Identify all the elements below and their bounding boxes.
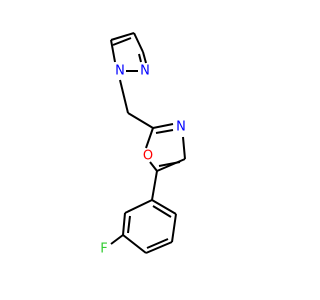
bond-phenyl-c4-c5-double [146, 238, 169, 249]
bond-c4-c5-oxazole [156, 158, 186, 172]
bond-c4-c5-pyrazole [110, 32, 135, 41]
bond-phenyl-c6-c1 [151, 199, 177, 215]
phenyl-ring [122, 199, 177, 254]
bond-c5-o1-oxazole [149, 161, 158, 172]
atom-label-o-oxazole: O [143, 149, 153, 164]
bond-oxazole-phenyl [151, 170, 158, 201]
bond-c3-c4-pyrazole [133, 32, 144, 53]
bond-phenyl-c4-c5 [145, 241, 173, 254]
bond-c2-n3-oxazole-double [155, 129, 174, 134]
bond-c4-c5-pyrazole-double [112, 37, 132, 46]
bond-o1-c2-oxazole [145, 127, 154, 149]
bond-c2-n3-oxazole [152, 123, 174, 129]
bond-n2-c3-pyrazole-double [138, 53, 142, 63]
bond-phenyl-c5-c6 [171, 213, 177, 243]
bond-phenyl-c2-c3 [122, 212, 126, 236]
bond-c5-n1-pyrazole [110, 39, 116, 63]
bond-n3-c4-oxazole [182, 136, 186, 160]
bond-phenyl-c2-c3-double [127, 215, 131, 234]
atom-label-n-pyrazole-2: N [140, 64, 150, 79]
bond-n2-c3-pyrazole [142, 51, 147, 64]
bond-ch2-c2-oxazole [127, 112, 154, 129]
oxazole-ring [145, 123, 186, 172]
bond-c4-c5-oxazole-double [158, 161, 181, 167]
bond-phenyl-c3-c4 [122, 234, 147, 254]
atom-label-n-pyrazole-1: N [115, 64, 125, 79]
bond-n1-ch2 [119, 79, 129, 114]
bond-c-f [110, 234, 124, 245]
bond-phenyl-c1-c2 [124, 199, 153, 214]
pyrazole-ring [110, 32, 147, 72]
atom-label-fluorine: F [100, 242, 107, 257]
bond-phenyl-c6-c1-double [152, 205, 172, 218]
atom-label-n-oxazole: N [176, 120, 186, 135]
molecule-structure-diagram: N N N O F [100, 32, 186, 257]
